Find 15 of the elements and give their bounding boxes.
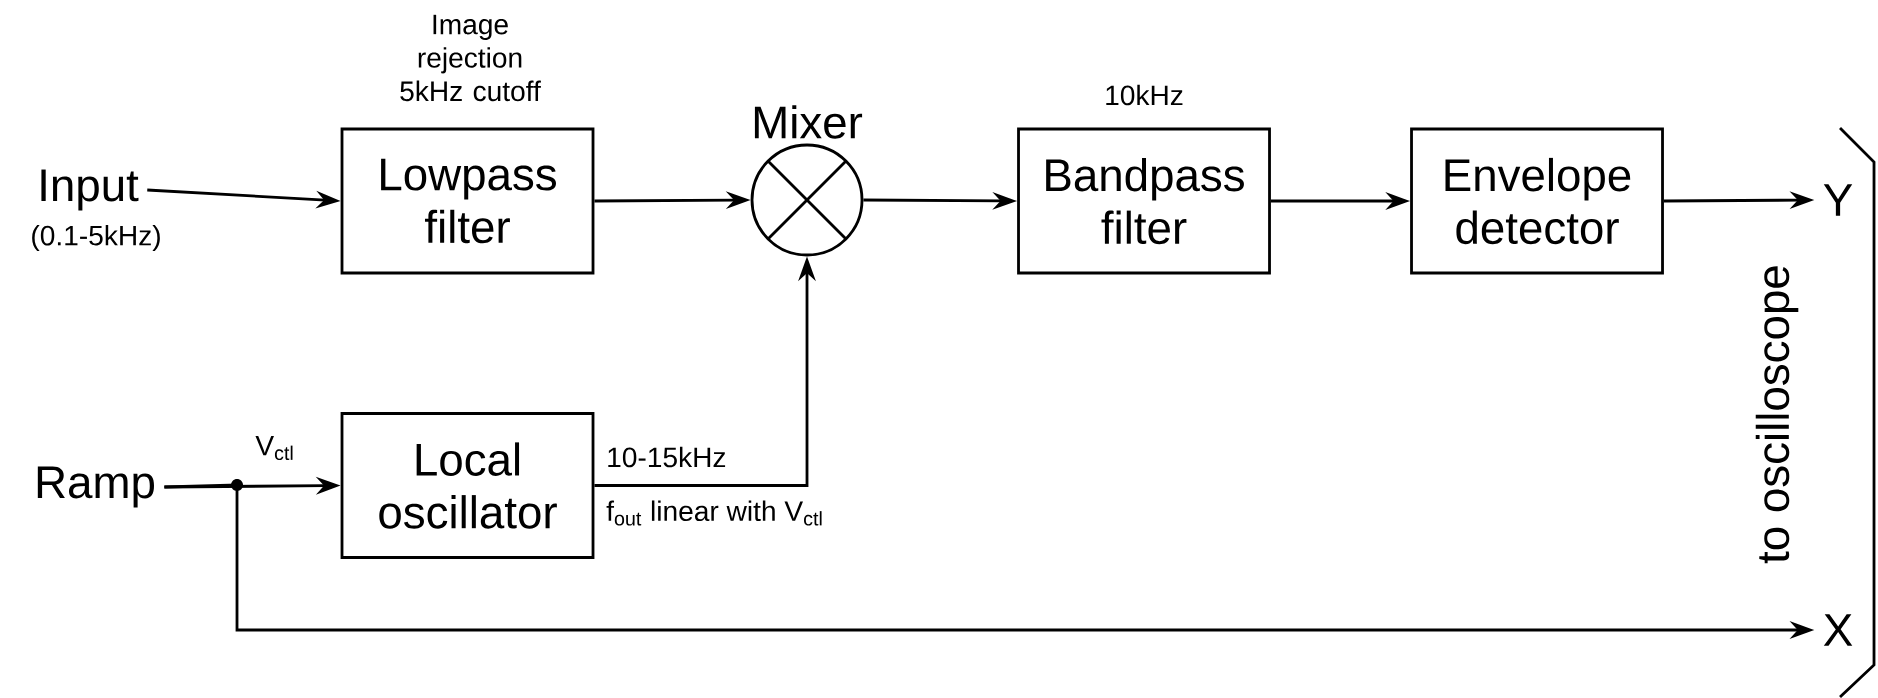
signal-label: X [1823,614,1853,646]
signal-label: Input [41,169,139,211]
annotation-text: (0.1-5kHz) [32,224,160,252]
annotation-text: Image rejection 5kHz cutoff [400,14,541,102]
block-box: Lowpass filter [340,127,595,275]
oscilloscope-label: to oscilloscope [1755,266,1799,564]
annotation-text: 10-15kHz [608,446,726,468]
annotation-text: 10kHz [1106,84,1183,106]
signal-label: Y [1823,184,1853,216]
edge-label: V$_{ctl}$ [255,435,293,461]
block-box: Envelope detector [1410,127,1664,275]
block-box: Local oscillator [340,412,595,559]
annotation-text: f$_{out}$ linear with V$_{ctl}$ [606,500,822,526]
signal-label: Ramp [37,466,154,508]
block-box: Bandpass filter [1017,127,1271,275]
